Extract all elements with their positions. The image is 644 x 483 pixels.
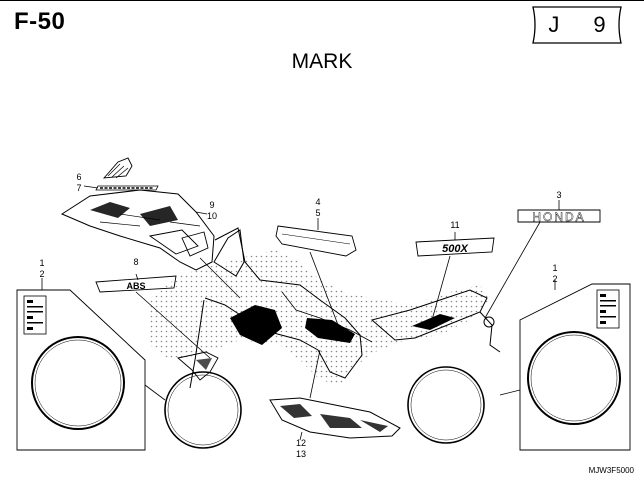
abs-decal-text: ABS [126,281,145,291]
callout-10: 10 [206,211,217,221]
callout-1-2-left: 1 2 [36,258,48,280]
callout-7: 7 [76,183,82,193]
callout-4-5: 4 5 [312,197,324,219]
callout-6-7: 6 7 [73,172,85,194]
lower-side-decal [269,397,401,439]
abs-decal: ABS [95,275,177,293]
motorcycle-body [148,227,501,389]
badge-frame [532,6,622,44]
screen-decal [275,225,357,257]
model-decal: 500X [415,237,495,257]
top-rule [0,0,644,1]
callout-1-left: 1 [39,258,45,268]
callout-9: 9 [209,200,215,210]
rear-wheel [407,366,485,444]
callout-9-10: 9 10 [205,200,219,222]
callout-5: 5 [315,208,321,218]
section-badge: J 9 [525,6,629,44]
callout-8: 8 [133,257,139,267]
section-badge-label: J 9 [548,12,620,37]
callout-12-13: 12 13 [294,438,308,460]
page-code: F-50 [14,8,66,35]
honda-logo-decal: HONDA [517,209,601,224]
callout-1-right: 1 [552,263,558,273]
callout-3: 3 [556,190,562,200]
callout-6: 6 [76,172,82,182]
callout-4: 4 [315,197,321,207]
callout-11: 11 [450,220,460,230]
callout-2-right: 2 [552,274,558,284]
callout-1-2-right: 1 2 [549,263,561,285]
callout-13: 13 [295,449,306,459]
callout-8-group: 8 [130,257,142,268]
honda-wing-emblem [95,157,159,191]
page-title: MARK [291,50,353,73]
front-fender-decal [177,351,219,381]
callout-3-group: 3 [553,190,565,201]
front-wheel [164,371,242,449]
callout-12: 12 [295,438,306,448]
honda-logo-text: HONDA [532,210,585,224]
drawing-code: MJW3F5000 [588,466,634,475]
wheel-decal-sheet-left [16,289,146,451]
wheel-decal-sheet-right [519,283,631,451]
callout-2-left: 2 [39,269,45,279]
fairing-decal [60,189,215,271]
leader-lines [41,185,560,441]
callout-11-group: 11 [448,220,462,231]
model-decal-text: 500X [442,243,468,255]
